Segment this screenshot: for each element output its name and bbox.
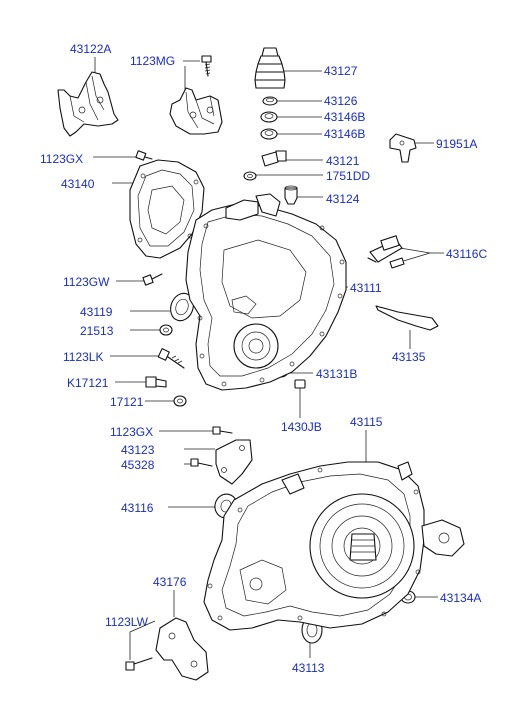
part-43176-support-bracket [155,617,209,681]
part-1751DD-washer [243,171,257,181]
part-43127-rubber-boot [254,47,286,89]
label-1123MG[interactable]: 1123MG [130,54,175,68]
label-43146B-lower[interactable]: 43146B [324,127,365,141]
label-43126[interactable]: 43126 [324,94,358,108]
label-43131B[interactable]: 43131B [316,367,357,381]
part-43146B-ring-upper [260,111,278,123]
label-43111[interactable]: 43111 [350,281,382,295]
label-91951A[interactable]: 91951A [436,137,477,151]
part-1430JB-dowel-pin [294,379,306,389]
part-43121-switch-bolt [261,150,287,167]
label-43116[interactable]: 43116 [121,501,154,515]
label-1123GX-lower[interactable]: 1123GX [110,425,153,439]
part-43124-plug [284,185,298,205]
label-1751DD[interactable]: 1751DD [326,169,370,183]
part-second-mount-bracket [169,87,223,135]
label-1430JB[interactable]: 1430JB [281,420,322,434]
label-43124[interactable]: 43124 [326,192,360,206]
part-1123LK-long-bolt [157,348,185,369]
part-1123LW-bolt [125,657,153,671]
label-43119[interactable]: 43119 [80,305,113,319]
label-43116C[interactable]: 43116C [446,247,487,261]
label-1123LK[interactable]: 1123LK [63,350,103,364]
part-1123GX-bolt-upper [135,150,153,161]
part-21513-washer [159,324,173,336]
label-21513[interactable]: 21513 [80,324,114,338]
label-43122A[interactable]: 43122A [70,42,111,56]
part-labels: 43122A 1123MG 43127 43126 43146B 43146B … [40,42,487,675]
part-43135-guide-plate [375,305,439,331]
label-K17121[interactable]: K17121 [67,376,109,390]
part-43119-oil-seal [170,292,194,322]
part-45328-bolt [190,458,213,467]
label-43146B-upper[interactable]: 43146B [324,110,365,124]
label-43135[interactable]: 43135 [392,350,426,364]
label-1123GX-upper[interactable]: 1123GX [40,152,83,166]
part-K17121-drain-plug [145,376,167,388]
part-1123GW-bolt [142,273,163,286]
part-43140-rear-cover [129,159,205,259]
label-17121[interactable]: 17121 [110,395,144,409]
part-43115-clutch-housing [203,461,465,631]
part-1123MG-bolt [201,55,212,77]
part-43146B-ring-lower [260,128,278,140]
label-43123[interactable]: 43123 [121,443,155,457]
part-43122A-mount-bracket [57,71,119,137]
part-1123GX-bolt-lower [212,426,233,435]
label-43127[interactable]: 43127 [324,64,358,78]
label-43113[interactable]: 43113 [292,661,325,675]
part-43123-bracket [215,439,253,485]
label-43121[interactable]: 43121 [326,154,360,168]
part-17121-gasket [173,395,187,407]
label-43140[interactable]: 43140 [61,177,95,191]
part-43116C-speed-sensor [367,235,405,269]
part-43111-transaxle-case [185,193,347,391]
label-1123GW[interactable]: 1123GW [63,275,110,289]
label-1123LW[interactable]: 1123LW [105,615,149,629]
label-43115[interactable]: 43115 [350,415,383,429]
label-43134A[interactable]: 43134A [440,591,481,605]
part-91951A-clip-bracket [389,133,417,163]
label-45328[interactable]: 45328 [121,458,155,472]
label-43176[interactable]: 43176 [153,575,187,589]
part-43126-seal [262,96,278,106]
